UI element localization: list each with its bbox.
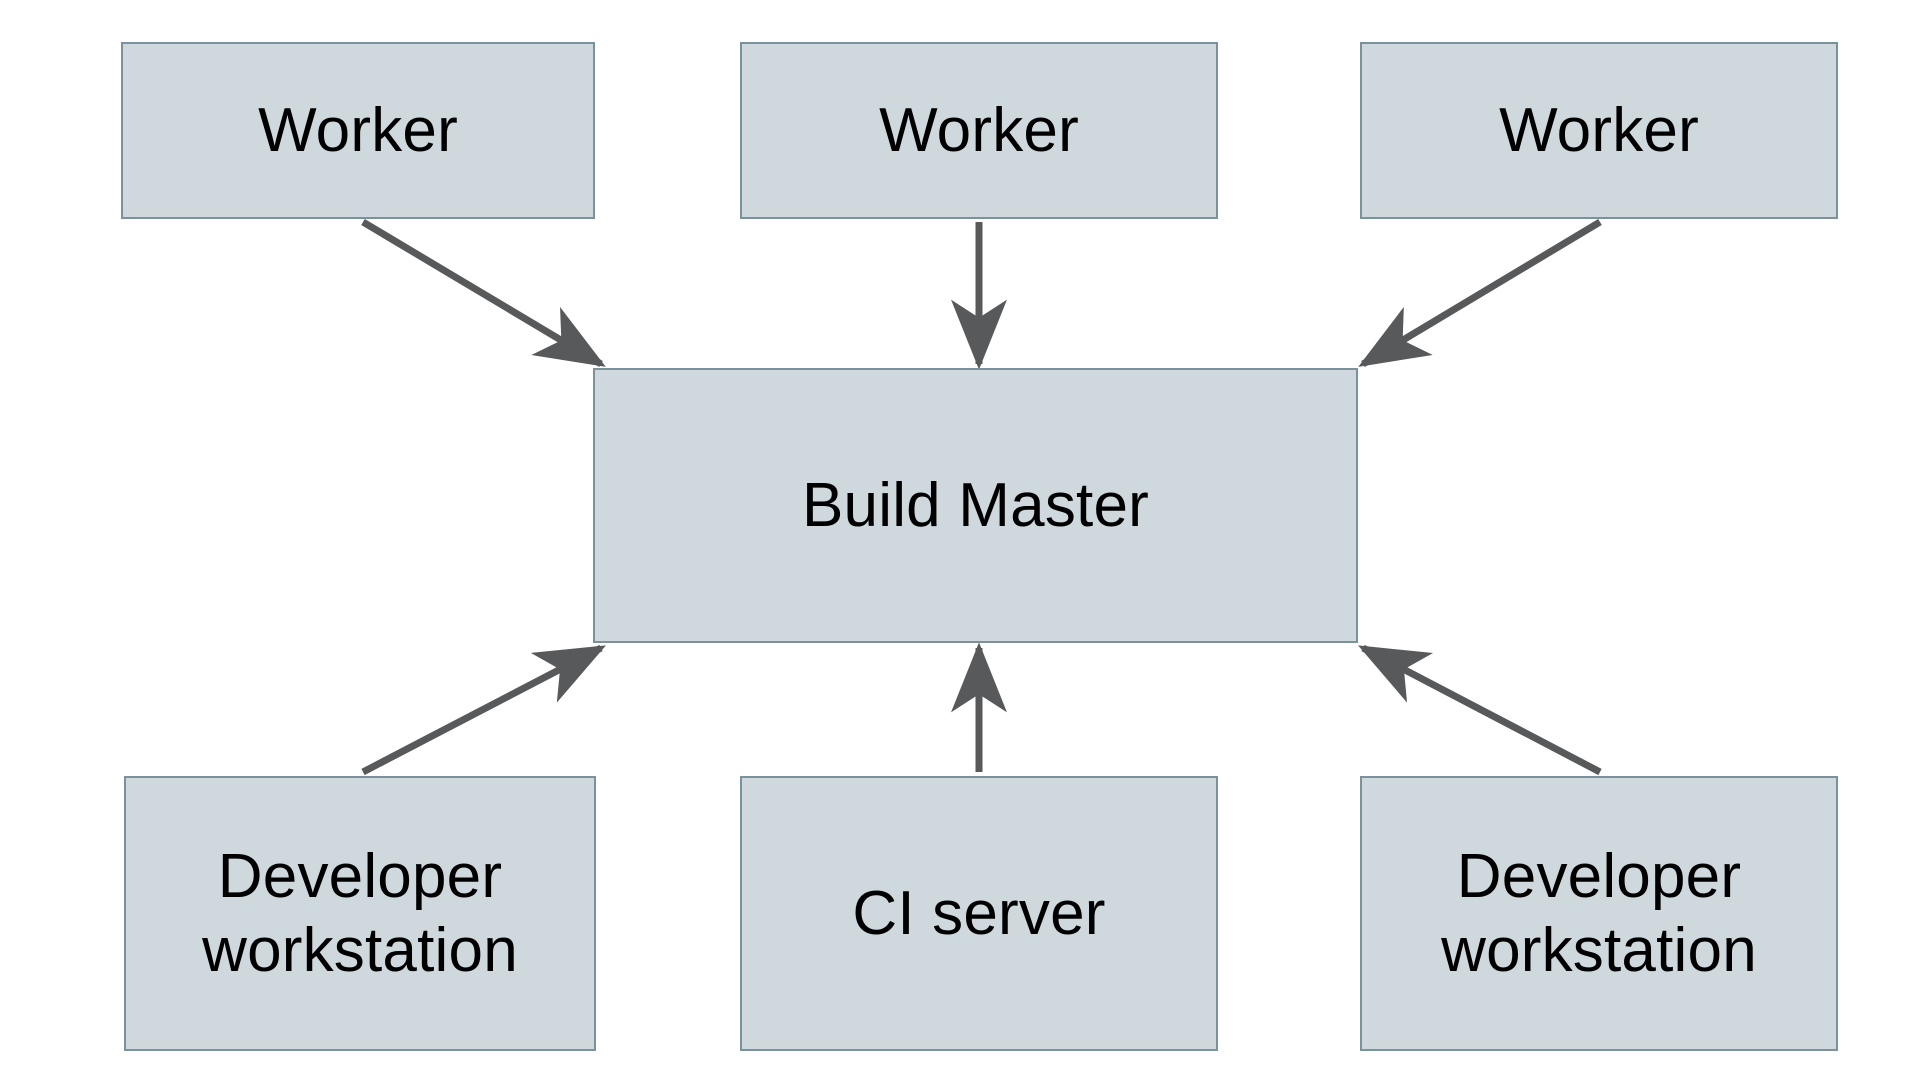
node-dev-workstation-right[interactable]: Developer workstation bbox=[1360, 776, 1838, 1051]
edge-dev-workstation-left-to-build-master bbox=[361, 644, 606, 776]
node-ci-server[interactable]: CI server bbox=[740, 776, 1218, 1051]
node-worker-2-label: Worker bbox=[879, 95, 1079, 165]
node-dev-workstation-right-label: Developer workstation bbox=[1441, 842, 1757, 985]
node-build-master[interactable]: Build Master bbox=[593, 368, 1358, 643]
edge-worker-1-to-build-master bbox=[361, 218, 606, 368]
node-worker-1-label: Worker bbox=[258, 95, 458, 165]
node-worker-1[interactable]: Worker bbox=[121, 42, 595, 219]
node-dev-workstation-left-label: Developer workstation bbox=[202, 842, 518, 985]
edge-worker-3-to-build-master bbox=[1358, 218, 1602, 368]
node-worker-3[interactable]: Worker bbox=[1360, 42, 1838, 219]
node-ci-server-label: CI server bbox=[852, 878, 1106, 948]
node-worker-3-label: Worker bbox=[1499, 95, 1699, 165]
node-worker-2[interactable]: Worker bbox=[740, 42, 1218, 219]
node-build-master-label: Build Master bbox=[802, 470, 1149, 540]
node-dev-workstation-left[interactable]: Developer workstation bbox=[124, 776, 596, 1051]
edge-dev-workstation-right-to-build-master bbox=[1358, 644, 1602, 776]
